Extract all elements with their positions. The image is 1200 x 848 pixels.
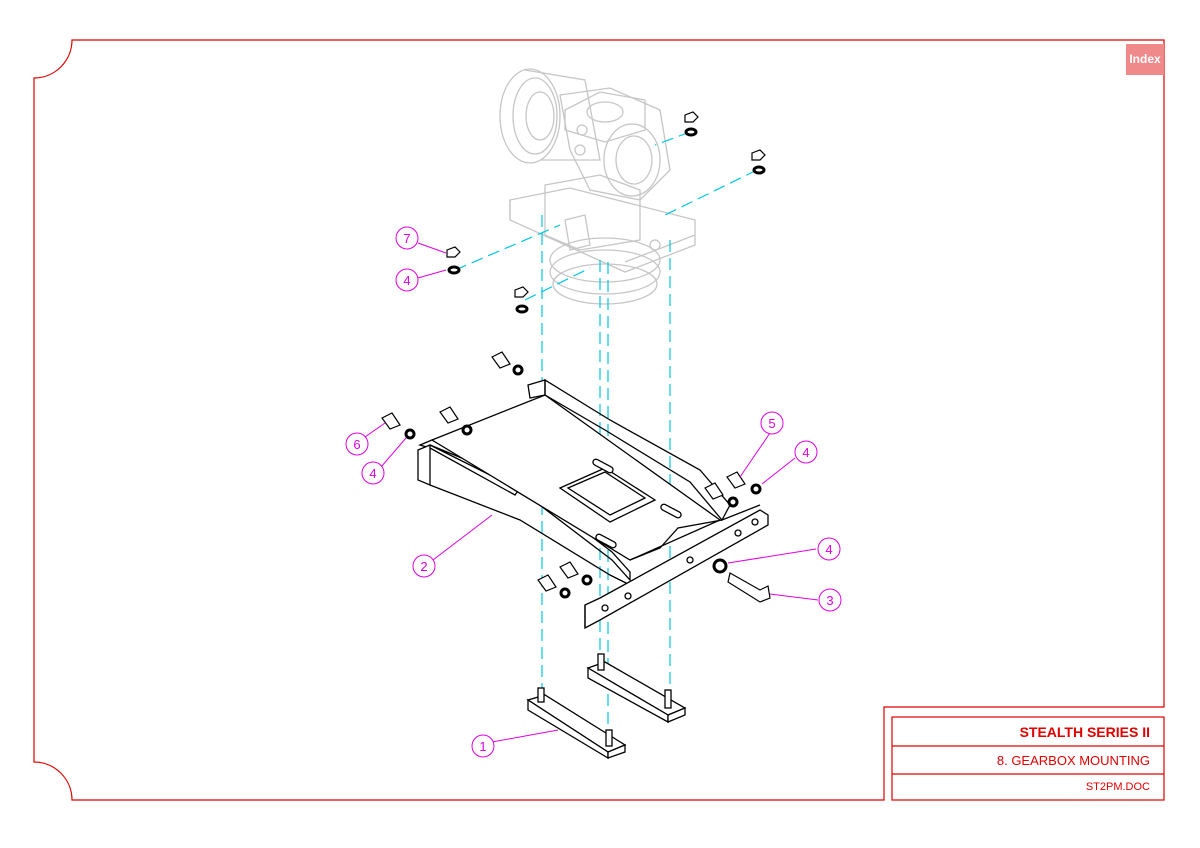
title-block (891, 716, 1165, 801)
sheet-border (33, 39, 1165, 801)
fasteners (381, 111, 771, 603)
balloon-4-b: 4 (369, 466, 376, 481)
balloon-2: 2 (420, 559, 427, 574)
balloon-3: 3 (826, 593, 833, 608)
washer-3 (684, 127, 698, 137)
nut-1 (446, 246, 461, 258)
balloon-5: 5 (768, 416, 775, 431)
washer-2 (515, 304, 529, 314)
document-code: ST2PM.DOC (1085, 781, 1150, 793)
nut-2 (514, 286, 529, 298)
balloons (345, 226, 842, 758)
washer-1 (447, 265, 461, 275)
washer-4 (752, 165, 766, 175)
bolt-7 (537, 574, 571, 599)
bolt-5 (704, 482, 739, 508)
mounting-frame (417, 378, 769, 630)
balloon-4-c: 4 (802, 445, 809, 460)
bolt-2 (439, 406, 473, 436)
washer-large (712, 558, 728, 574)
gearbox-ghost (499, 68, 696, 305)
bolt-4 (726, 471, 762, 495)
bolt-3 (381, 412, 416, 440)
bolt-6 (559, 561, 593, 586)
long-bolt (727, 572, 771, 603)
balloon-labels: 7 4 6 4 5 4 2 4 3 1 (353, 231, 833, 754)
nut-4 (751, 149, 766, 161)
balloon-1: 1 (479, 739, 486, 754)
nut-3 (684, 111, 699, 123)
balloon-leaders (364, 242, 819, 743)
balloon-4-a: 4 (403, 273, 410, 288)
index-button[interactable]: Index (1126, 44, 1164, 75)
series-title: STEALTH SERIES II (1019, 724, 1150, 740)
balloon-6: 6 (353, 437, 360, 452)
bolt-1 (491, 351, 524, 376)
base-plates (526, 653, 687, 760)
balloon-4-d: 4 (825, 542, 832, 557)
balloon-7: 7 (403, 231, 410, 246)
section-title: 8. GEARBOX MOUNTING (996, 753, 1150, 768)
